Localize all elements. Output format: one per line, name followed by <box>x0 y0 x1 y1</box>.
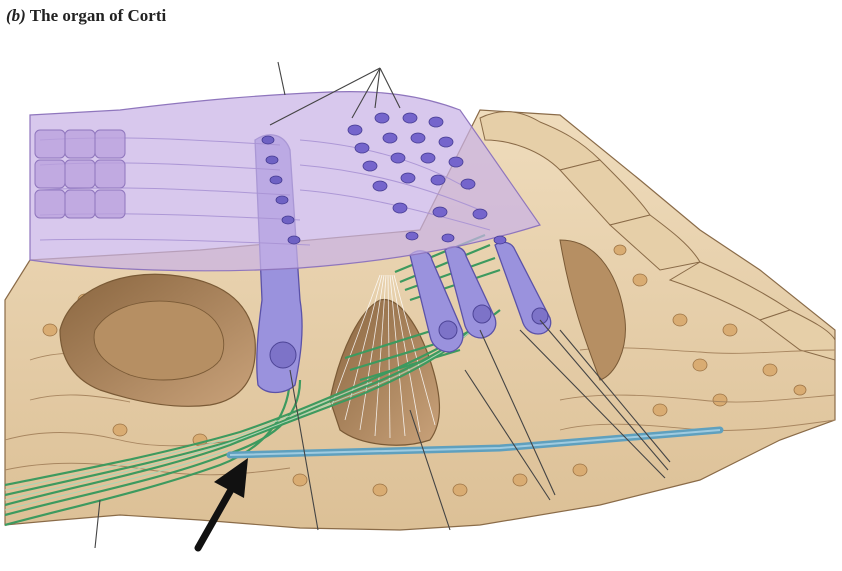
interdental-cells <box>34 129 126 219</box>
tectorial-membrane-striations <box>39 137 491 246</box>
outer-hair-cell-nuclei <box>438 304 549 340</box>
stereocilia-inner-row <box>261 135 301 245</box>
pointer-arrow <box>194 458 248 552</box>
figure-title: (b) The organ of Corti <box>6 6 166 26</box>
label-leader-lines <box>94 61 671 549</box>
outer-cell-row <box>479 111 836 361</box>
stereocilia-outer-rows <box>347 112 507 245</box>
space-of-nuel <box>559 239 626 381</box>
figure-title-text: The organ of Corti <box>29 6 167 25</box>
nerve-fibers-light <box>4 317 486 511</box>
pillar-cell-fibers <box>329 274 436 439</box>
panel-tag: (b) <box>6 6 26 25</box>
